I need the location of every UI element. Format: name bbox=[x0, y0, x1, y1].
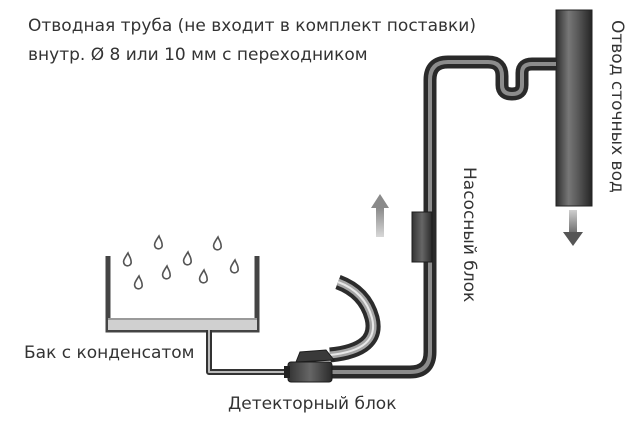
droplet-icon bbox=[182, 250, 192, 266]
flow-up-arrow bbox=[371, 194, 389, 237]
droplet-icon bbox=[161, 264, 171, 280]
tank-outlet-tube bbox=[206, 330, 292, 375]
droplet-icon bbox=[212, 235, 222, 251]
droplet-icons bbox=[122, 234, 239, 290]
flow-down-arrow bbox=[563, 210, 583, 246]
drain-pipe-note-line1: Отводная труба (не входит в комплект пос… bbox=[28, 16, 476, 36]
curved-hose bbox=[329, 274, 381, 363]
droplet-icon bbox=[153, 234, 163, 250]
droplet-icon bbox=[122, 251, 132, 267]
waste-water-label: Отвод сточных вод bbox=[607, 20, 627, 193]
drain-pipe-note-line2: внутр. Ø 8 или 10 мм с переходником bbox=[28, 45, 368, 65]
droplet-icon bbox=[229, 258, 239, 274]
drain-pipe bbox=[330, 55, 556, 379]
tank-label: Бак с конденсатом bbox=[24, 343, 195, 363]
droplet-icon bbox=[133, 274, 143, 290]
pump-unit-label: Насосный блок bbox=[459, 167, 479, 303]
condensate-tank bbox=[105, 256, 260, 333]
detector-unit bbox=[284, 349, 335, 383]
waste-water-stack bbox=[555, 9, 593, 207]
pump-unit bbox=[411, 211, 433, 263]
detector-unit-label: Детекторный блок bbox=[228, 394, 397, 414]
droplet-icon bbox=[198, 268, 208, 284]
